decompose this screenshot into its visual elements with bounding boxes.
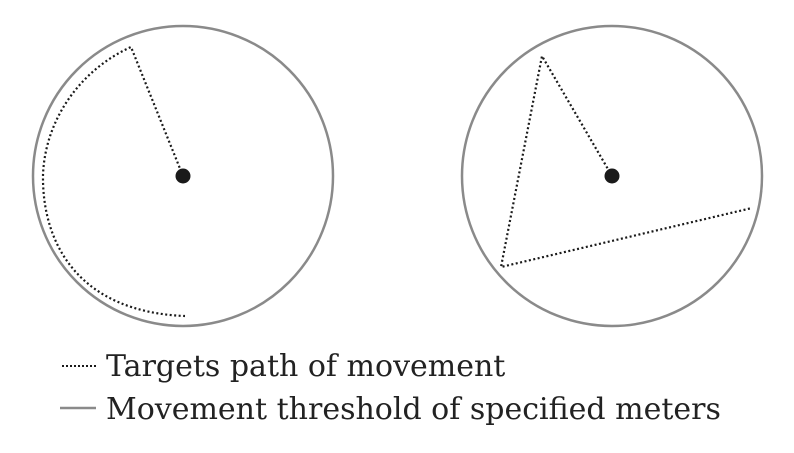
legend: Targets path of movement Movement thresh… <box>60 349 721 427</box>
right-threshold-circle <box>460 24 764 328</box>
legend-threshold-label: Movement threshold of specified meters <box>106 392 721 427</box>
left-target-path <box>41 45 186 318</box>
right-example <box>460 24 764 328</box>
left-threshold-circle <box>31 24 335 328</box>
right-center-dot <box>604 168 620 184</box>
left-example <box>31 24 335 328</box>
right-target-path <box>499 52 753 269</box>
left-center-dot <box>175 168 191 184</box>
legend-path-label: Targets path of movement <box>106 349 505 384</box>
